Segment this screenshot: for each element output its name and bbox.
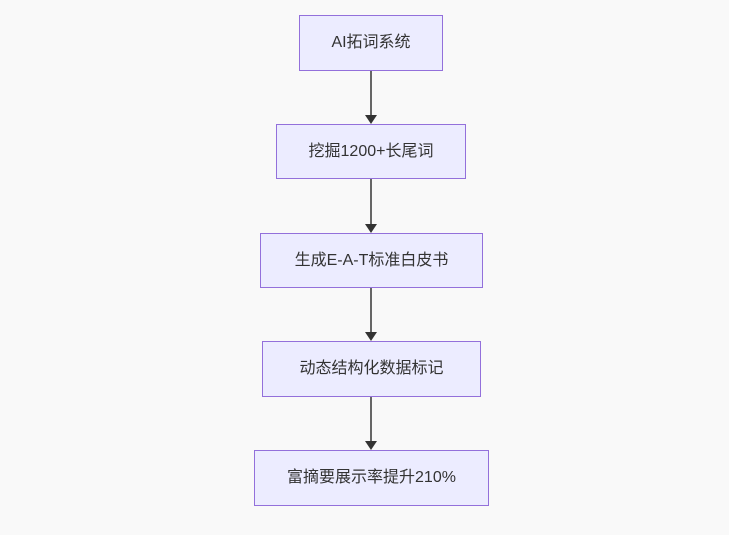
arrowhead-down-icon xyxy=(365,332,377,341)
flowchart-node-5: 富摘要展示率提升210% xyxy=(254,450,489,506)
flowchart-node-2: 挖掘1200+长尾词 xyxy=(276,124,466,179)
flowchart-node-3: 生成E-A-T标准白皮书 xyxy=(260,233,483,288)
flowchart-node-1-label: AI拓词系统 xyxy=(331,34,411,52)
arrowhead-down-icon xyxy=(365,441,377,450)
flowchart-node-4: 动态结构化数据标记 xyxy=(262,341,481,397)
edge-line xyxy=(370,179,372,225)
flowchart-node-2-label: 挖掘1200+长尾词 xyxy=(308,142,434,160)
flowchart-node-4-label: 动态结构化数据标记 xyxy=(299,360,444,378)
arrowhead-down-icon xyxy=(365,224,377,233)
flowchart-node-1: AI拓词系统 xyxy=(299,15,443,71)
flowchart-node-3-label: 生成E-A-T标准白皮书 xyxy=(294,251,449,269)
flowchart-node-5-label: 富摘要展示率提升210% xyxy=(287,469,456,487)
edge-line xyxy=(370,397,372,442)
edge-line xyxy=(370,71,372,116)
edge-line xyxy=(370,288,372,333)
arrowhead-down-icon xyxy=(365,115,377,124)
